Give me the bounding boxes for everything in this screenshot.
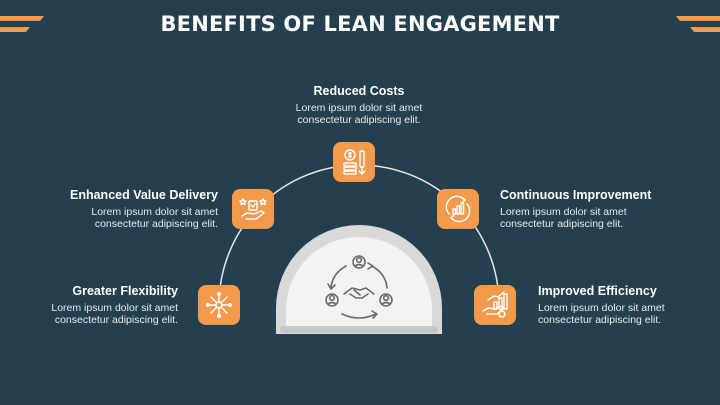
benefit-description: consectetur adipiscing elit. — [500, 218, 624, 230]
benefit-reduced-costs: Reduced Costs Lorem ipsum dolor sit amet… — [259, 84, 459, 126]
network-icon — [205, 291, 233, 319]
benefit-title: Greater Flexibility — [72, 284, 178, 298]
node-enhanced-value-delivery — [232, 189, 274, 229]
benefit-title: Improved Efficiency — [538, 284, 657, 298]
node-continuous-improvement — [437, 189, 479, 229]
benefit-description: Lorem ipsum dolor sit amet — [538, 302, 665, 314]
coins-down-icon — [343, 149, 366, 175]
benefit-title: Continuous Improvement — [500, 188, 652, 202]
hand-star-icon — [239, 198, 267, 220]
benefit-description: consectetur adipiscing elit. — [94, 218, 218, 230]
benefit-description: consectetur adipiscing elit. — [54, 314, 178, 326]
benefit-description: consectetur adipiscing elit. — [538, 314, 662, 326]
benefit-description: Lorem ipsum dolor sit amet — [500, 206, 627, 218]
central-hub — [276, 225, 442, 334]
benefit-continuous-improvement: Continuous Improvement Lorem ipsum dolor… — [500, 188, 700, 230]
node-greater-flexibility — [198, 285, 240, 325]
hand-chart-icon — [482, 291, 508, 318]
benefit-description: Lorem ipsum dolor sit amet — [91, 206, 218, 218]
benefit-improved-efficiency: Improved Efficiency Lorem ipsum dolor si… — [538, 284, 716, 326]
benefit-greater-flexibility: Greater Flexibility Lorem ipsum dolor si… — [4, 284, 178, 326]
benefit-title: Reduced Costs — [313, 84, 405, 98]
benefit-enhanced-value-delivery: Enhanced Value Delivery Lorem ipsum dolo… — [28, 188, 218, 230]
benefit-description: Lorem ipsum dolor sit amet — [51, 302, 178, 314]
node-improved-efficiency — [474, 285, 516, 325]
slide-title: BENEFITS OF LEAN ENGAGEMENT — [160, 12, 560, 36]
node-reduced-costs — [333, 142, 375, 182]
team-handshake-icon — [325, 255, 393, 319]
growth-cycle-icon — [445, 195, 471, 223]
benefit-title: Enhanced Value Delivery — [70, 188, 218, 202]
left-stripe-decoration — [0, 16, 44, 32]
right-stripe-decoration — [676, 16, 720, 32]
benefit-description: Lorem ipsum dolor sit amet — [295, 102, 423, 114]
benefit-description: consectetur adipiscing elit. — [297, 114, 421, 126]
